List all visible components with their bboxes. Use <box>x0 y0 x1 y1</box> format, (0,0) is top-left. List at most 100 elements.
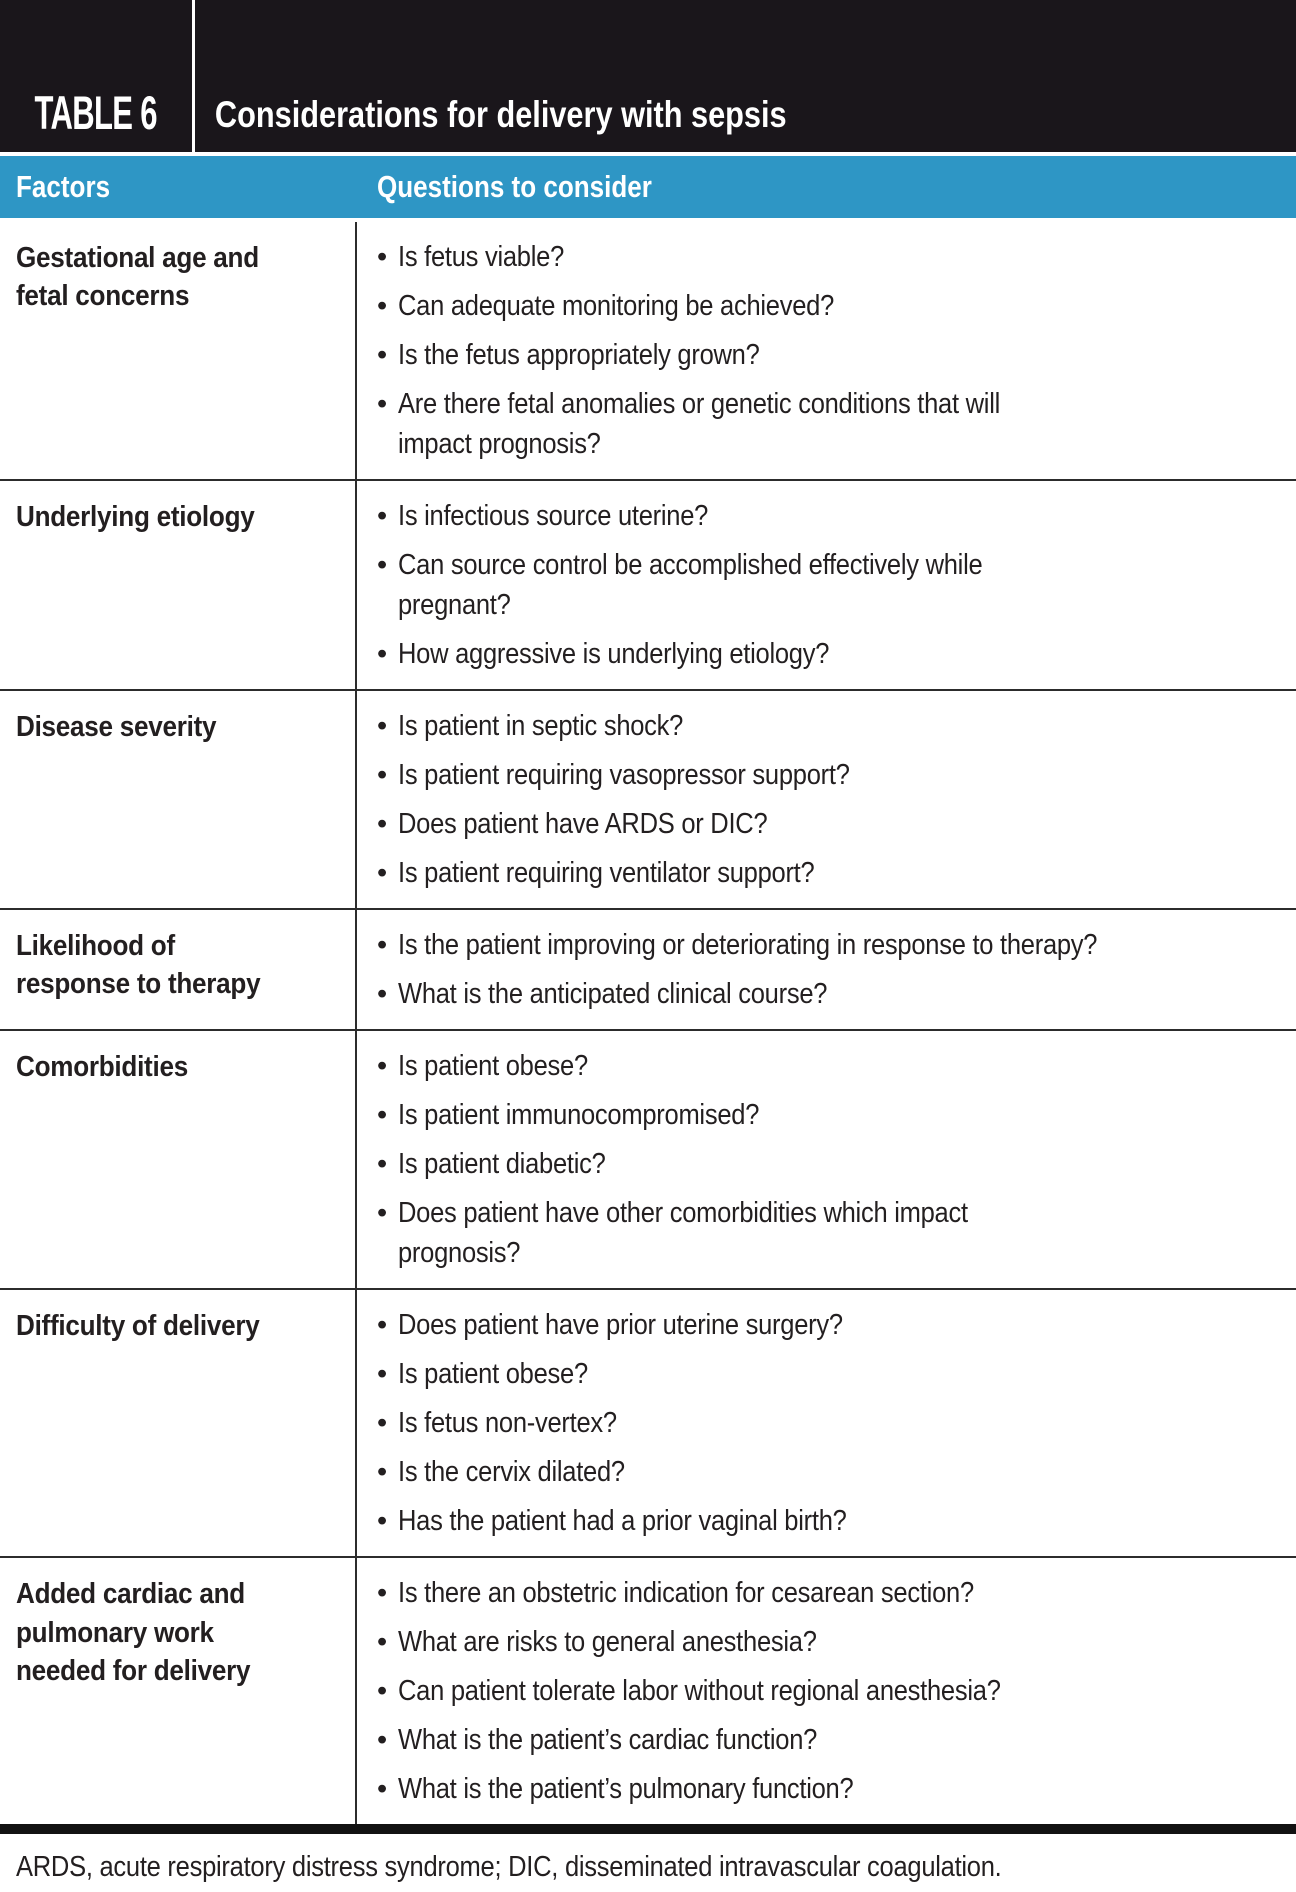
bullet-icon: • <box>377 978 388 1011</box>
question-text: What are risks to general anesthesia? <box>398 1626 817 1659</box>
questions-cell: •Is fetus viable? •Can adequate monitori… <box>355 222 1296 480</box>
question-item: • Is patient requiring vasopressor suppor… <box>377 755 1290 795</box>
question-text: Is patient requiring vasopressor support… <box>398 759 850 792</box>
question-text: Is the patient improving or deterioratin… <box>398 929 1098 962</box>
factor-cell: Disease severity <box>0 691 355 908</box>
question-list: • Is infectious source uterine? • Can sour… <box>377 496 1290 674</box>
question-text: Is patient obese? <box>398 1050 589 1083</box>
question-text: Does patient have ARDS or DIC? <box>398 808 768 841</box>
question-text: What is the anticipated clinical course? <box>398 978 828 1011</box>
question-item: •Is fetus non-vertex? <box>377 1403 1290 1443</box>
question-item: • Is infectious source uterine? <box>377 496 1290 536</box>
factor-cell: Added cardiac and pulmonary work needed … <box>0 1558 355 1824</box>
question-item: • Can patient tolerate labor without regi… <box>377 1671 1290 1711</box>
factor-cell: Gestational age and fetal concerns <box>0 222 355 479</box>
table-row: Gestational age and fetal concerns •Is f… <box>0 222 1296 480</box>
bullet-icon: • <box>377 808 388 841</box>
question-text: Does patient have prior uterine surgery? <box>398 1309 843 1342</box>
bullet-icon: • <box>377 857 388 890</box>
question-text: What is the patient’s pulmonary function… <box>398 1773 854 1806</box>
bullet-icon: • <box>377 339 388 372</box>
question-text: What is the patient’s cardiac function? <box>398 1724 818 1757</box>
question-text: Is infectious source uterine? <box>398 500 709 533</box>
question-text: How aggressive is underlying etiology? <box>398 638 830 671</box>
bullet-icon: • <box>377 241 388 273</box>
bullet-icon: • <box>377 1050 388 1083</box>
footnote: ARDS, acute respiratory distress syndrom… <box>16 1851 1002 1884</box>
bullet-icon: • <box>377 1773 388 1806</box>
table-row: Underlying etiology • Is infectious sourc… <box>0 479 1296 690</box>
table-bottom-rule <box>0 1824 1296 1835</box>
bullet-icon: • <box>377 759 388 792</box>
bullet-icon: • <box>377 710 388 743</box>
question-text: Can patient tolerate labor without regio… <box>398 1675 1001 1708</box>
bullet-icon: • <box>377 1505 388 1538</box>
question-text: Are there fetal anomalies or genetic con… <box>398 388 1001 461</box>
bullet-icon: • <box>377 1358 388 1391</box>
bullet-icon: • <box>377 638 388 671</box>
table-header-band: TABLE 6 Considerations for delivery with… <box>0 0 1296 152</box>
questions-cell: • Is infectious source uterine? • Can sour… <box>355 481 1296 690</box>
factor-cell: Underlying etiology <box>0 481 355 689</box>
column-header-questions: Questions to consider <box>377 169 652 204</box>
question-item: •Is patient diabetic? <box>377 1144 1290 1184</box>
question-item: • Does patient have ARDS or DIC? <box>377 804 1290 844</box>
factor-label: Difficulty of delivery <box>16 1310 260 1343</box>
question-item: • How aggressive is underlying etiology? <box>377 634 1290 674</box>
bullet-icon: • <box>377 549 388 582</box>
table-row: Added cardiac and pulmonary work needed … <box>0 1556 1296 1825</box>
bullet-icon: • <box>377 1626 388 1659</box>
factor-cell: Comorbidities <box>0 1031 355 1288</box>
question-text: Does patient have other comorbidities wh… <box>398 1197 968 1270</box>
question-item: • Is patient requiring ventilator support… <box>377 853 1290 893</box>
factor-label: Underlying etiology <box>16 501 255 534</box>
question-item: • Is the fetus appropriately grown? <box>377 335 1290 375</box>
factor-cell: Difficulty of delivery <box>0 1290 355 1556</box>
question-item: • Are there fetal anomalies or genetic co… <box>377 384 1290 464</box>
question-item: • Does patient have other comorbidities w… <box>377 1193 1290 1273</box>
table-row: Comorbidities •Is patient obese? •Is pat… <box>0 1029 1296 1289</box>
question-text: Can source control be accomplished effec… <box>398 549 983 622</box>
bullet-icon: • <box>377 1577 388 1610</box>
bullet-icon: • <box>377 1197 388 1230</box>
question-item: • Is the patient improving or deteriorati… <box>377 925 1290 965</box>
factor-label: Likelihood of response to therapy <box>16 930 261 1001</box>
question-item: •Is fetus viable? <box>377 237 1290 277</box>
question-list: • Does patient have prior uterine surgery… <box>377 1305 1290 1541</box>
question-item: •Is the cervix dilated? <box>377 1452 1290 1492</box>
factor-label: Disease severity <box>16 711 217 744</box>
question-list: •Is patient in septic shock? • Is patient… <box>377 706 1290 893</box>
questions-cell: •Is patient in septic shock? • Is patient… <box>355 691 1296 909</box>
bullet-icon: • <box>377 1724 388 1757</box>
table-row: Disease severity •Is patient in septic s… <box>0 689 1296 909</box>
factor-label: Comorbidities <box>16 1051 188 1084</box>
column-header-bar: Factors Questions to consider <box>0 156 1296 218</box>
question-item: • What is the anticipated clinical course… <box>377 974 1290 1014</box>
question-list: • Is the patient improving or deteriorati… <box>377 925 1290 1014</box>
question-item: •Does patient have prior uterine surgery… <box>377 1305 1290 1345</box>
bullet-icon: • <box>377 388 388 421</box>
table-number-box: TABLE 6 <box>0 0 192 152</box>
question-text: Is the fetus appropriately grown? <box>398 339 760 372</box>
column-header-questions-cell: Questions to consider <box>357 169 1296 205</box>
bullet-icon: • <box>377 929 388 962</box>
question-text: Is patient diabetic? <box>398 1148 606 1181</box>
question-text: Can adequate monitoring be achieved? <box>398 290 835 323</box>
question-item: •Is patient immunocompromised? <box>377 1095 1290 1135</box>
bullet-icon: • <box>377 500 388 533</box>
question-item: • What are risks to general anesthesia? <box>377 1622 1290 1662</box>
table-title: Considerations for delivery with sepsis <box>214 94 787 135</box>
question-item: • What is the patient’s pulmonary functio… <box>377 1769 1290 1809</box>
question-text: Is patient requiring ventilator support? <box>398 857 815 890</box>
table-row: Likelihood of response to therapy • Is th… <box>0 908 1296 1030</box>
question-text: Is patient obese? <box>398 1358 589 1391</box>
bullet-icon: • <box>377 1675 388 1708</box>
question-item: •Can adequate monitoring be achieved? <box>377 286 1290 326</box>
question-list: • Is patient obese? •Is patient immunocom… <box>377 1046 1290 1273</box>
questions-cell: • Does patient have prior uterine surgery… <box>355 1290 1296 1557</box>
question-item: •Is patient in septic shock? <box>377 706 1290 746</box>
question-text: Is fetus non-vertex? <box>398 1407 618 1440</box>
bullet-icon: • <box>377 1456 388 1489</box>
column-header-factors-cell: Factors <box>0 169 357 205</box>
